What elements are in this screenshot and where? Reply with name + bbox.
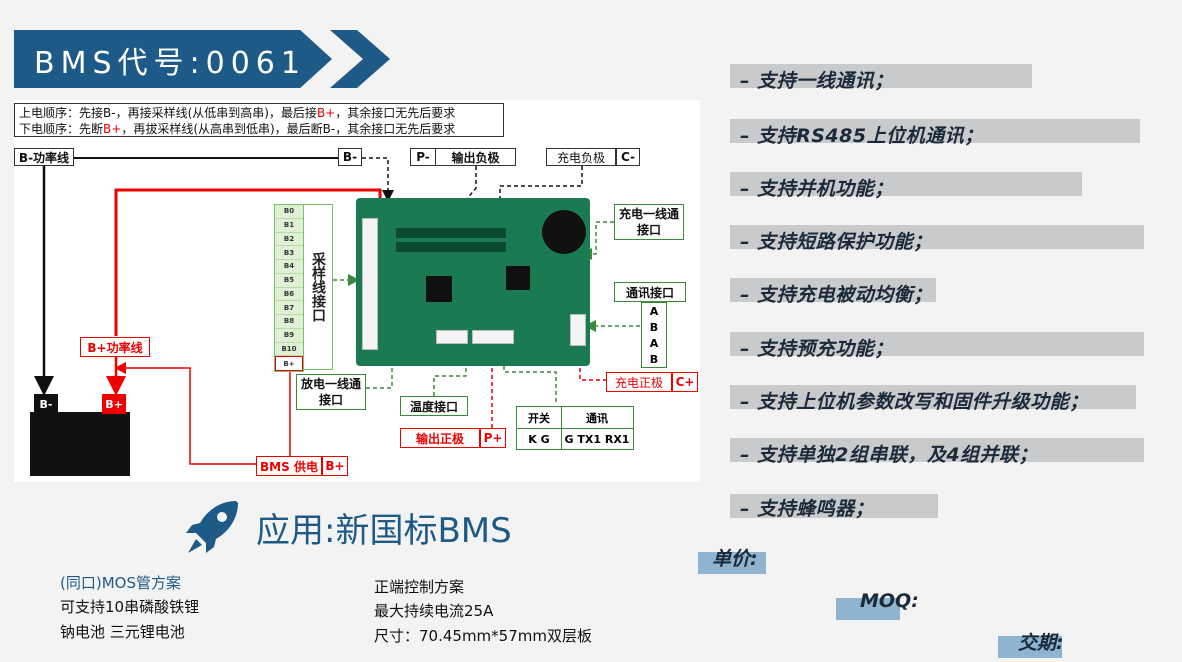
abab-pins: A B A B (641, 302, 667, 368)
afe-chip (506, 266, 530, 290)
pin-b3: B3 (275, 246, 303, 260)
feature-6: – 支持预充功能； (740, 338, 894, 360)
rocket-icon (186, 501, 238, 553)
feature-bar-3 (730, 172, 1082, 196)
feature-1: – 支持一线通讯； (740, 70, 894, 92)
note-line2-rest: ，再拔采样线(从高串到低串)，最后断B-，其余接口无先后要求 (121, 122, 456, 136)
c-minus-label: C- (616, 148, 640, 166)
mos-scheme: (同口)MOS管方案 (60, 574, 181, 592)
sample-connector (362, 218, 378, 350)
mcu-chip (426, 276, 452, 302)
price-tag-bg (698, 552, 766, 574)
b-plus-power-label: B+功率线 (80, 337, 150, 357)
comm-connector (436, 330, 468, 344)
pin-b2: B2 (275, 232, 303, 247)
note-line1: 上电顺序：先接B-，再接采样线(从低串到高串)，最后接 (19, 106, 317, 120)
moq-tag-bg (836, 598, 900, 620)
charge-negative-label: 充电负极 (546, 148, 616, 166)
switch-header: 开关 (517, 407, 562, 428)
battery-minus-terminal: B- (34, 394, 58, 414)
pin-a2: A (649, 336, 659, 350)
feature-bar-8 (730, 438, 1144, 462)
pin-b7: B7 (275, 301, 303, 315)
bms-supply-label: BMS 供电 (256, 456, 322, 476)
p-minus-label: P- (410, 148, 436, 166)
power-sequence-note: 上电顺序：先接B-，再接采样线(从低串到高串)，最后接B+，其余接口无先后要求 … (14, 103, 504, 137)
discharge-comm-label: 放电一线通接口 (296, 374, 366, 410)
application-title: 应用:新国标BMS (256, 511, 512, 551)
feature-bar-9 (730, 494, 938, 518)
temp-connector (472, 330, 514, 344)
kg-pins: K G (517, 429, 562, 450)
delivery-tag-bg (998, 636, 1062, 658)
page-title: BMS代号:0061 (34, 46, 306, 81)
feature-9: – 支持蜂鸣器； (740, 498, 875, 520)
b-plus-supply-label: B+ (322, 456, 348, 476)
pin-b5: B5 (275, 273, 303, 288)
pin-b10: B10 (275, 342, 303, 357)
pin-a1: A (649, 304, 659, 318)
sample-interface-label: 采样线接口 (303, 204, 333, 370)
mosfet-row-2 (396, 242, 506, 252)
pin-b8: B8 (275, 315, 303, 329)
charge-positive-label: 充电正极 (606, 372, 672, 392)
sample-pin-strip: B0 B1 B2 B3 B4 B5 B6 B7 B8 B9 B10 B+ (274, 204, 304, 372)
feature-5: – 支持充电被动均衡； (740, 284, 933, 306)
pin-b6: B6 (275, 287, 303, 302)
p-plus-label: P+ (480, 428, 506, 448)
pin-b-1: B (649, 320, 659, 334)
board-size: 尺寸：70.45mm*57mm双层板 (374, 627, 592, 645)
comm-pin-table: 开关 通讯 K G G TX1 RX1 (516, 406, 634, 450)
feature-bar-4 (730, 225, 1144, 249)
buzzer-component (542, 210, 586, 254)
feature-bar-2 (730, 119, 1140, 143)
note-line2: 下电顺序：先断 (19, 122, 104, 136)
pin-b9: B9 (275, 328, 303, 343)
feature-bar-5 (730, 278, 936, 302)
battery-plus-terminal: B+ (102, 394, 126, 414)
feature-7: – 支持上位机参数改写和固件升级功能； (740, 391, 1089, 413)
comm-port-label: 通讯接口 (614, 282, 686, 302)
pin-b0: B0 (275, 205, 303, 219)
feature-4: – 支持短路保护功能； (740, 231, 933, 253)
battery-types: 钠电池 三元锂电池 (60, 623, 185, 641)
b-minus-label: B- (338, 148, 362, 166)
feature-3: – 支持并机功能； (740, 178, 894, 200)
c-plus-label: C+ (672, 372, 698, 392)
price-label: 单价: (712, 548, 758, 570)
note-line2-bplus: B+ (103, 122, 122, 136)
pin-b1: B1 (275, 218, 303, 233)
battery-pack (30, 412, 130, 476)
feature-2: – 支持RS485上位机通讯； (740, 125, 984, 147)
pin-b4: B4 (275, 260, 303, 274)
delivery-label: 交期: (1018, 632, 1064, 654)
temp-port-label: 温度接口 (400, 396, 468, 416)
output-positive-label: 输出正极 (400, 428, 480, 448)
charge-comm-label: 充电一线通接口 (614, 204, 684, 240)
control-scheme: 正端控制方案 (374, 578, 465, 596)
feature-bar-7 (730, 385, 1136, 409)
moq-label: MOQ: (860, 590, 919, 612)
pin-b-2: B (649, 352, 659, 366)
title-banner (14, 30, 332, 88)
pcb-board-image (356, 198, 590, 366)
mosfet-row (396, 228, 506, 238)
feature-bar-6 (730, 332, 1144, 356)
max-current: 最大持续电流25A (374, 602, 494, 620)
note-line1-bplus: B+ (316, 106, 336, 120)
comm-header: 通讯 (586, 411, 608, 425)
cell-support: 可支持10串磷酸铁锂 (60, 598, 200, 616)
output-negative-label: 输出负极 (436, 148, 516, 166)
tx-rx-pins: G TX1 RX1 (564, 433, 630, 446)
feature-8: – 支持单独2组串联，及4组并联； (740, 444, 1039, 466)
feature-bar-1 (730, 64, 1032, 88)
pin-bplus: B+ (275, 356, 303, 371)
b-minus-power-label: B-功率线 (14, 148, 74, 166)
side-connector (570, 314, 586, 346)
note-line1-rest: ，其余接口无先后要求 (335, 106, 456, 120)
